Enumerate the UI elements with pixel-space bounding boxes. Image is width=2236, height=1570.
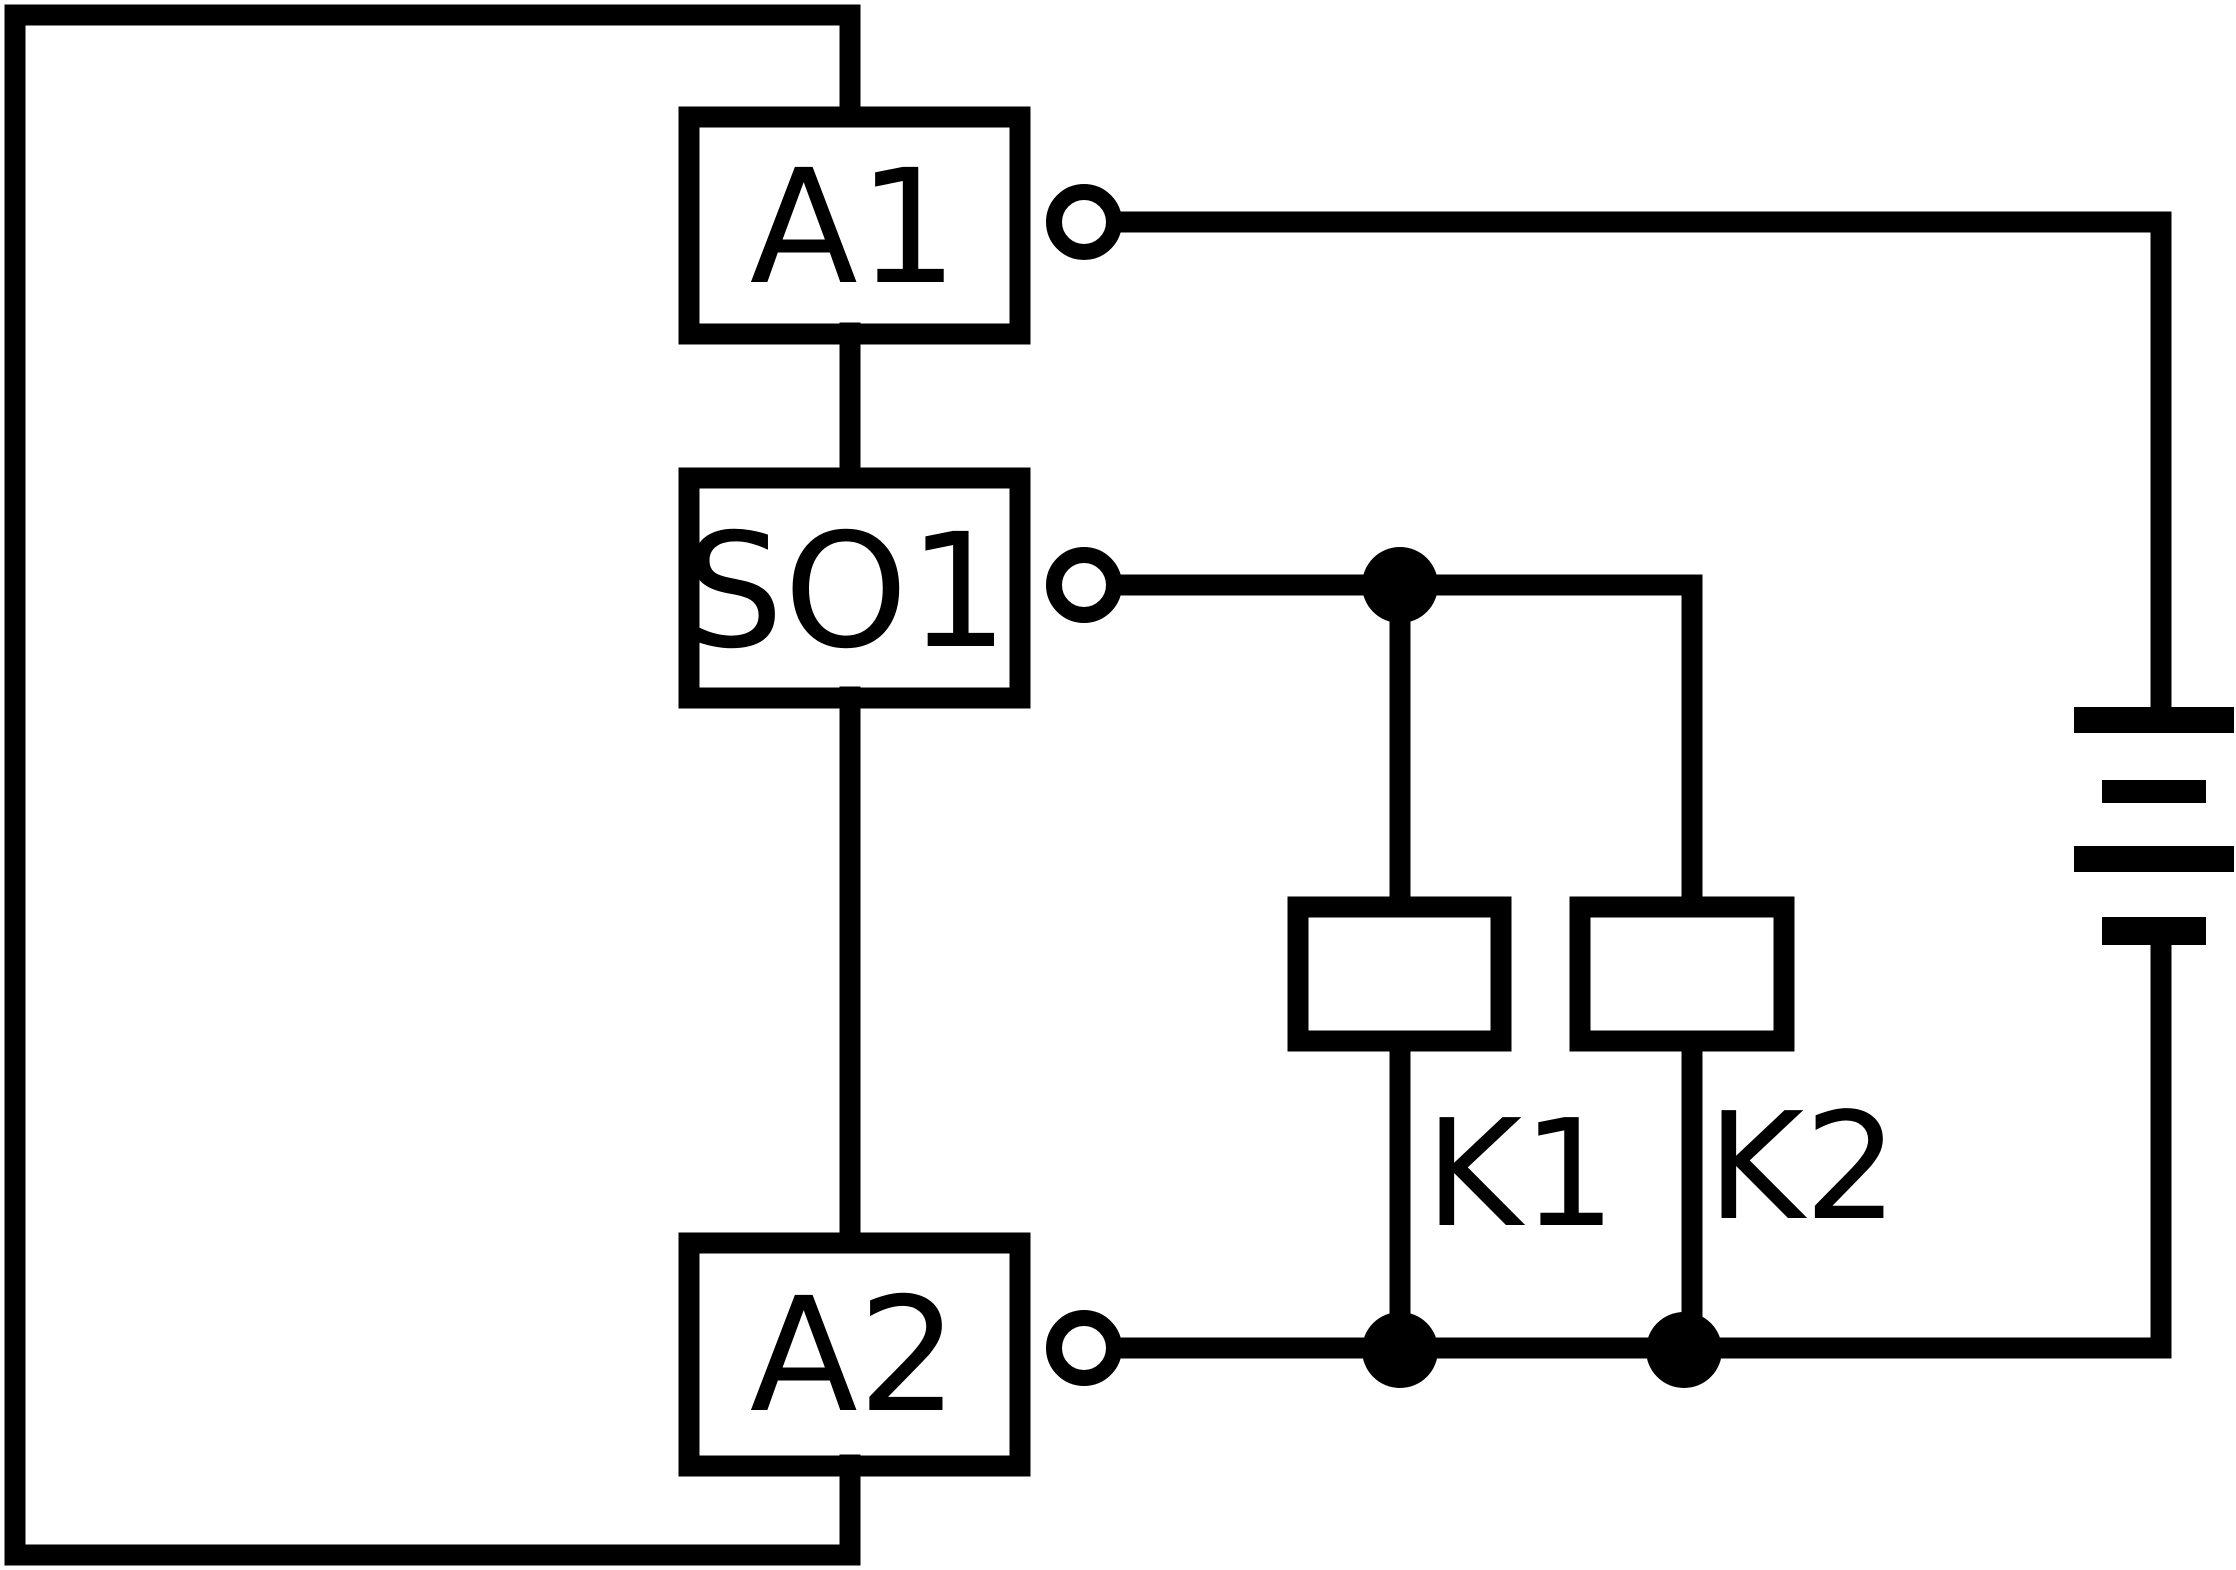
terminal-a1-output xyxy=(1046,184,1122,260)
module-so1-frame xyxy=(678,467,1031,709)
relay-coil-k1-frame xyxy=(1287,896,1512,1052)
bottom-supply-wire xyxy=(1097,939,2172,1359)
junction-so1-k1 xyxy=(1362,547,1438,623)
so1-output-wire xyxy=(1097,574,1703,914)
relay-coil-k2-label: K2 xyxy=(1707,1081,1898,1253)
module-a1: A1 xyxy=(678,106,1031,345)
module-a2: A2 xyxy=(678,1232,1031,1477)
module-so1-label: SO1 xyxy=(683,500,1008,684)
battery-short-plate-top xyxy=(2102,780,2206,803)
top-supply-wire xyxy=(1097,211,2172,728)
battery-long-plate-bottom xyxy=(2074,846,2234,872)
module-a1-label: A1 xyxy=(750,136,959,320)
module-a2-frame xyxy=(678,1232,1031,1477)
battery-long-plate-top xyxy=(2074,707,2234,733)
junction-k1-k2 xyxy=(1646,1312,1722,1388)
battery-symbol xyxy=(2074,707,2234,945)
relay-coil-k1-label: K1 xyxy=(1425,1088,1616,1260)
module-a1-frame xyxy=(678,106,1031,345)
relay-coil-k2: K2 xyxy=(1569,896,1898,1253)
left-feedback-wire xyxy=(4,4,861,1566)
junction-a2-k1 xyxy=(1362,1312,1438,1388)
module-a2-label: A2 xyxy=(750,1264,959,1448)
relay-coil-k1: K1 xyxy=(1287,896,1616,1260)
terminal-a2-output xyxy=(1046,1310,1122,1386)
terminal-so1-output xyxy=(1046,547,1122,623)
module-so1: SO1 xyxy=(678,467,1031,709)
relay-coil-k2-frame xyxy=(1569,896,1795,1052)
battery-short-plate-bottom xyxy=(2102,917,2206,945)
